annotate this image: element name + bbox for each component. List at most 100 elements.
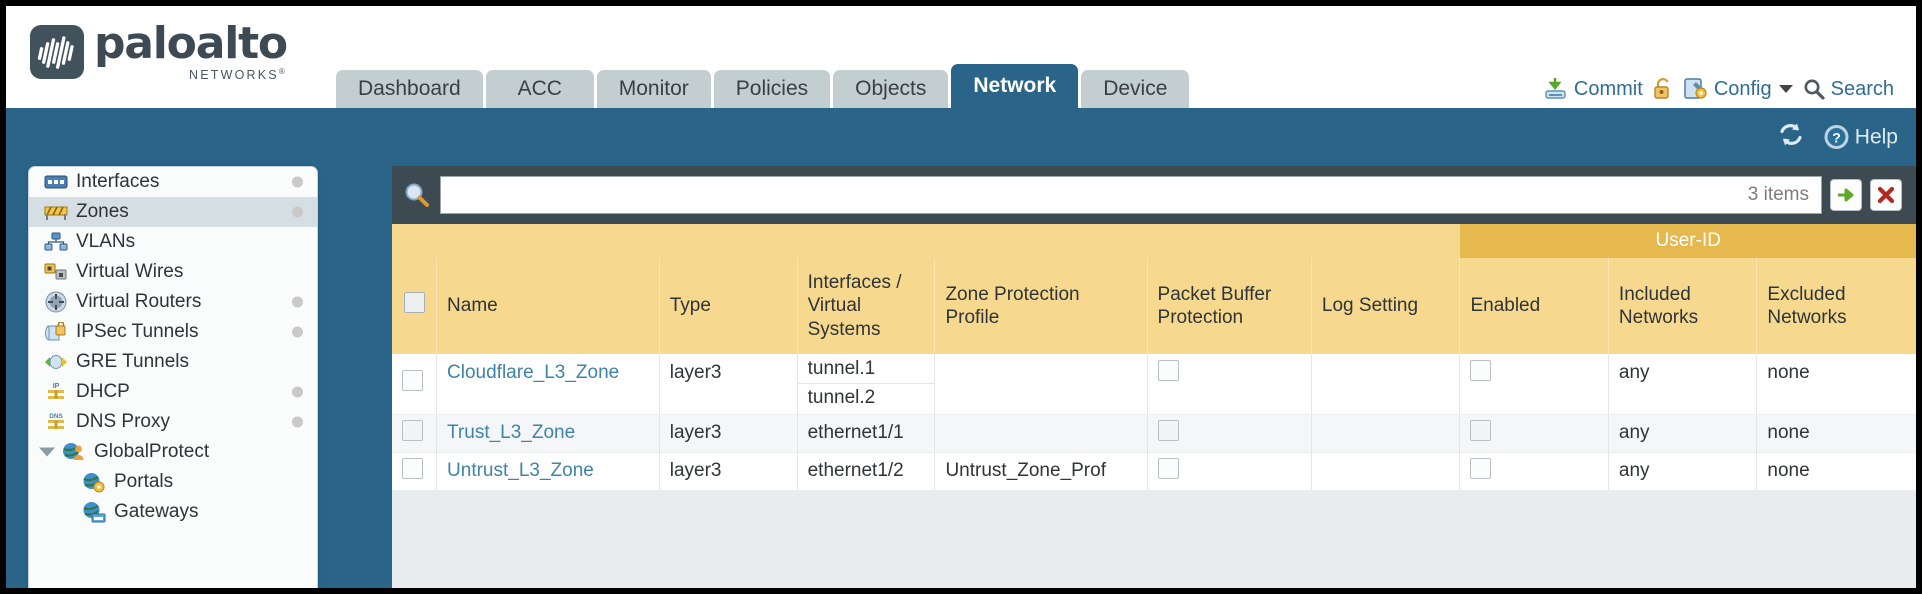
cell-type: layer3	[658, 452, 798, 491]
sidebar-item-globalprotect[interactable]: GlobalProtect	[29, 437, 317, 467]
column-header-row: Name Type Interfaces / Virtual Systems Z…	[392, 258, 1916, 354]
sidebar-item-label: Portals	[114, 471, 174, 492]
paloalto-logo-mark-icon	[30, 24, 84, 79]
sidebar-item-dhcp[interactable]: IP DHCP	[29, 377, 317, 407]
sidebar-item-vlans[interactable]: VLANs	[29, 227, 317, 257]
row-select-cell[interactable]	[392, 452, 437, 491]
help-label: Help	[1854, 125, 1898, 148]
sidebar-status-dot	[292, 206, 303, 218]
sidebar-item-label: VLANs	[76, 231, 136, 252]
cell-name[interactable]: Trust_L3_Zone	[436, 414, 660, 453]
sidebar-item-zones[interactable]: Zones	[29, 197, 317, 227]
chevron-down-icon[interactable]	[1778, 85, 1793, 93]
tab-acc[interactable]: ACC	[485, 70, 594, 108]
sidebar-item-interfaces[interactable]: Interfaces	[29, 167, 317, 197]
refresh-button[interactable]	[1777, 122, 1805, 153]
tab-monitor[interactable]: Monitor	[596, 70, 711, 108]
config-menu-button[interactable]: Config	[1683, 76, 1793, 102]
cell-userid-enabled[interactable]	[1459, 354, 1609, 415]
column-header-type[interactable]: Type	[658, 258, 798, 354]
row-select-cell[interactable]	[392, 414, 437, 453]
lock-config-button[interactable]	[1652, 77, 1674, 101]
cell-log-setting	[1310, 414, 1460, 453]
column-header-included-networks[interactable]: Included Networks	[1607, 258, 1757, 354]
table-row[interactable]: Trust_L3_Zone layer3 ethernet1/1	[392, 414, 1916, 453]
cell-zone-protection-profile	[934, 414, 1148, 453]
zone-name-link[interactable]: Trust_L3_Zone	[447, 422, 576, 443]
row-checkbox[interactable]	[402, 370, 423, 392]
table-row[interactable]: Untrust_L3_Zone layer3 ethernet1/2 Untru…	[392, 452, 1916, 491]
tab-policies[interactable]: Policies	[713, 70, 831, 108]
sidebar-item-portals[interactable]: Portals	[29, 467, 317, 497]
search-input[interactable]	[453, 184, 1748, 206]
column-header-enabled[interactable]: Enabled	[1459, 258, 1609, 354]
apply-filter-button[interactable]	[1830, 179, 1862, 211]
column-header-excluded-networks[interactable]: Excluded Networks	[1756, 258, 1916, 354]
sidebar-status-dot	[292, 176, 303, 188]
sidebar-item-dns-proxy[interactable]: DNS DNS Proxy	[29, 407, 317, 437]
help-button[interactable]: ? Help	[1823, 124, 1898, 151]
packet-buffer-protection-checkbox[interactable]	[1157, 457, 1179, 479]
filter-input-wrapper[interactable]: 3 items	[440, 176, 1822, 214]
zone-name-link[interactable]: Cloudflare_L3_Zone	[447, 362, 620, 383]
select-all-header[interactable]	[392, 258, 437, 354]
commit-label: Commit	[1573, 77, 1643, 100]
cell-userid-enabled[interactable]	[1459, 452, 1609, 491]
commit-button[interactable]: Commit	[1543, 76, 1643, 102]
zone-name-link[interactable]: Untrust_L3_Zone	[447, 460, 594, 481]
sidebar-item-label: DHCP	[76, 381, 130, 402]
column-header-zone-protection-profile[interactable]: Zone Protection Profile	[934, 258, 1148, 354]
search-button[interactable]: Search	[1802, 77, 1894, 101]
sidebar-item-virtual-wires[interactable]: Virtual Wires	[29, 257, 317, 287]
packet-buffer-protection-checkbox[interactable]	[1157, 360, 1179, 381]
sidebar-item-ipsec-tunnels[interactable]: IPSec Tunnels	[29, 317, 317, 347]
tab-dashboard[interactable]: Dashboard	[336, 70, 483, 108]
gre-tunnels-icon	[43, 351, 69, 373]
help-question-icon: ?	[1824, 125, 1849, 149]
clear-filter-button[interactable]	[1870, 179, 1902, 211]
column-header-packet-buffer-protection[interactable]: Packet Buffer Protection	[1146, 258, 1312, 354]
sidebar-item-label: Gateways	[114, 501, 199, 522]
config-label: Config	[1713, 77, 1772, 100]
row-select-cell[interactable]	[392, 354, 437, 415]
tab-network[interactable]: Network	[951, 64, 1079, 108]
cell-packet-buffer-protection[interactable]	[1146, 354, 1312, 415]
userid-enabled-checkbox[interactable]	[1470, 457, 1492, 479]
cell-name[interactable]: Untrust_L3_Zone	[436, 452, 660, 491]
config-wrench-icon	[1684, 78, 1707, 99]
table-row[interactable]: Cloudflare_L3_Zone layer3 tunnel.1 tunne…	[392, 354, 1916, 415]
column-header-interfaces[interactable]: Interfaces / Virtual Systems	[796, 258, 935, 354]
sidebar-item-label: IPSec Tunnels	[76, 321, 199, 342]
tab-device[interactable]: Device	[1081, 70, 1190, 108]
column-header-name[interactable]: Name	[436, 258, 660, 354]
zones-table-container: User-ID Name Type Interfaces / Virtual S…	[392, 224, 1916, 588]
dhcp-icon: IP	[43, 381, 69, 403]
userid-enabled-checkbox[interactable]	[1470, 419, 1492, 441]
cell-log-setting	[1310, 354, 1460, 415]
sidebar-item-gateways[interactable]: Gateways	[29, 497, 317, 527]
tab-objects[interactable]: Objects	[833, 70, 949, 108]
sidebar-status-dot	[292, 386, 303, 398]
sidebar-item-virtual-routers[interactable]: Virtual Routers	[29, 287, 317, 317]
svg-text:IP: IP	[53, 383, 60, 390]
sub-header-bar: ? Help	[6, 108, 1916, 166]
packet-buffer-protection-checkbox[interactable]	[1157, 419, 1179, 441]
cell-packet-buffer-protection[interactable]	[1146, 452, 1312, 491]
svg-text:DNS: DNS	[49, 413, 63, 420]
app-header: paloalto NETWORKS® Dashboard ACC Monitor…	[6, 6, 1916, 108]
network-sidebar: Interfaces Zones VLANs Vir	[28, 166, 318, 588]
userid-enabled-checkbox[interactable]	[1470, 360, 1492, 381]
cell-packet-buffer-protection[interactable]	[1146, 414, 1312, 453]
cell-included-networks: any	[1607, 452, 1757, 491]
sidebar-item-gre-tunnels[interactable]: GRE Tunnels	[29, 347, 317, 377]
select-all-checkbox[interactable]	[404, 292, 425, 314]
column-header-log-setting[interactable]: Log Setting	[1310, 258, 1460, 354]
search-magnifier-icon[interactable]	[402, 180, 432, 210]
row-checkbox[interactable]	[402, 419, 423, 441]
expand-collapse-triangle-icon[interactable]	[39, 447, 55, 457]
cell-userid-enabled[interactable]	[1459, 414, 1609, 453]
cell-name[interactable]: Cloudflare_L3_Zone	[436, 354, 660, 415]
cell-type: layer3	[658, 354, 798, 415]
row-checkbox[interactable]	[402, 457, 423, 479]
svg-text:?: ?	[1832, 130, 1841, 146]
